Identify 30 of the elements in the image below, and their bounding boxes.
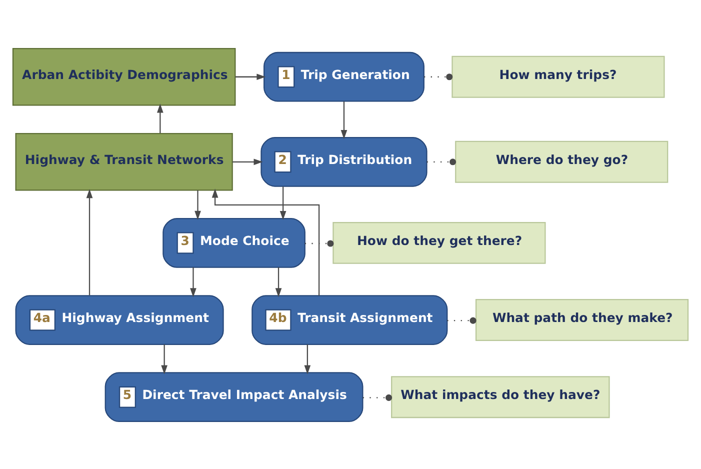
connector [424,73,453,80]
node-box: 5 Direct Travel Impact Analysis [104,372,364,422]
node-box: 4a Highway Assignment [15,294,224,344]
node-box: Highway & Transit Networks [15,132,233,190]
node-box: Arban Actibity Demographics [12,47,236,106]
node-box: 2 Trip Distribution [260,136,428,186]
arrow [280,186,286,220]
node-box: What path do they make? [475,298,689,340]
connector [426,158,456,165]
arrow [304,344,311,374]
arrow [275,266,282,297]
node-box: What impacts do they have? [391,376,610,418]
arrow [212,188,320,296]
node-box: 3 Mode Choice [162,218,306,268]
node-box: Where do they go? [455,140,668,182]
arrow [194,190,201,220]
arrow [161,344,168,374]
arrow [190,266,196,297]
arrow [235,73,266,80]
arrow [232,158,263,165]
node-box: 4b Transit Assignment [252,294,448,344]
arrow [86,188,93,295]
node-box: How do they get there? [332,221,546,264]
arrow [156,103,164,133]
connector [362,394,392,400]
connector [447,316,476,324]
node-box: 1 Trip Generation [264,51,424,102]
connector [304,240,334,246]
arrow [340,100,348,139]
node-box: How many trips? [452,55,665,98]
